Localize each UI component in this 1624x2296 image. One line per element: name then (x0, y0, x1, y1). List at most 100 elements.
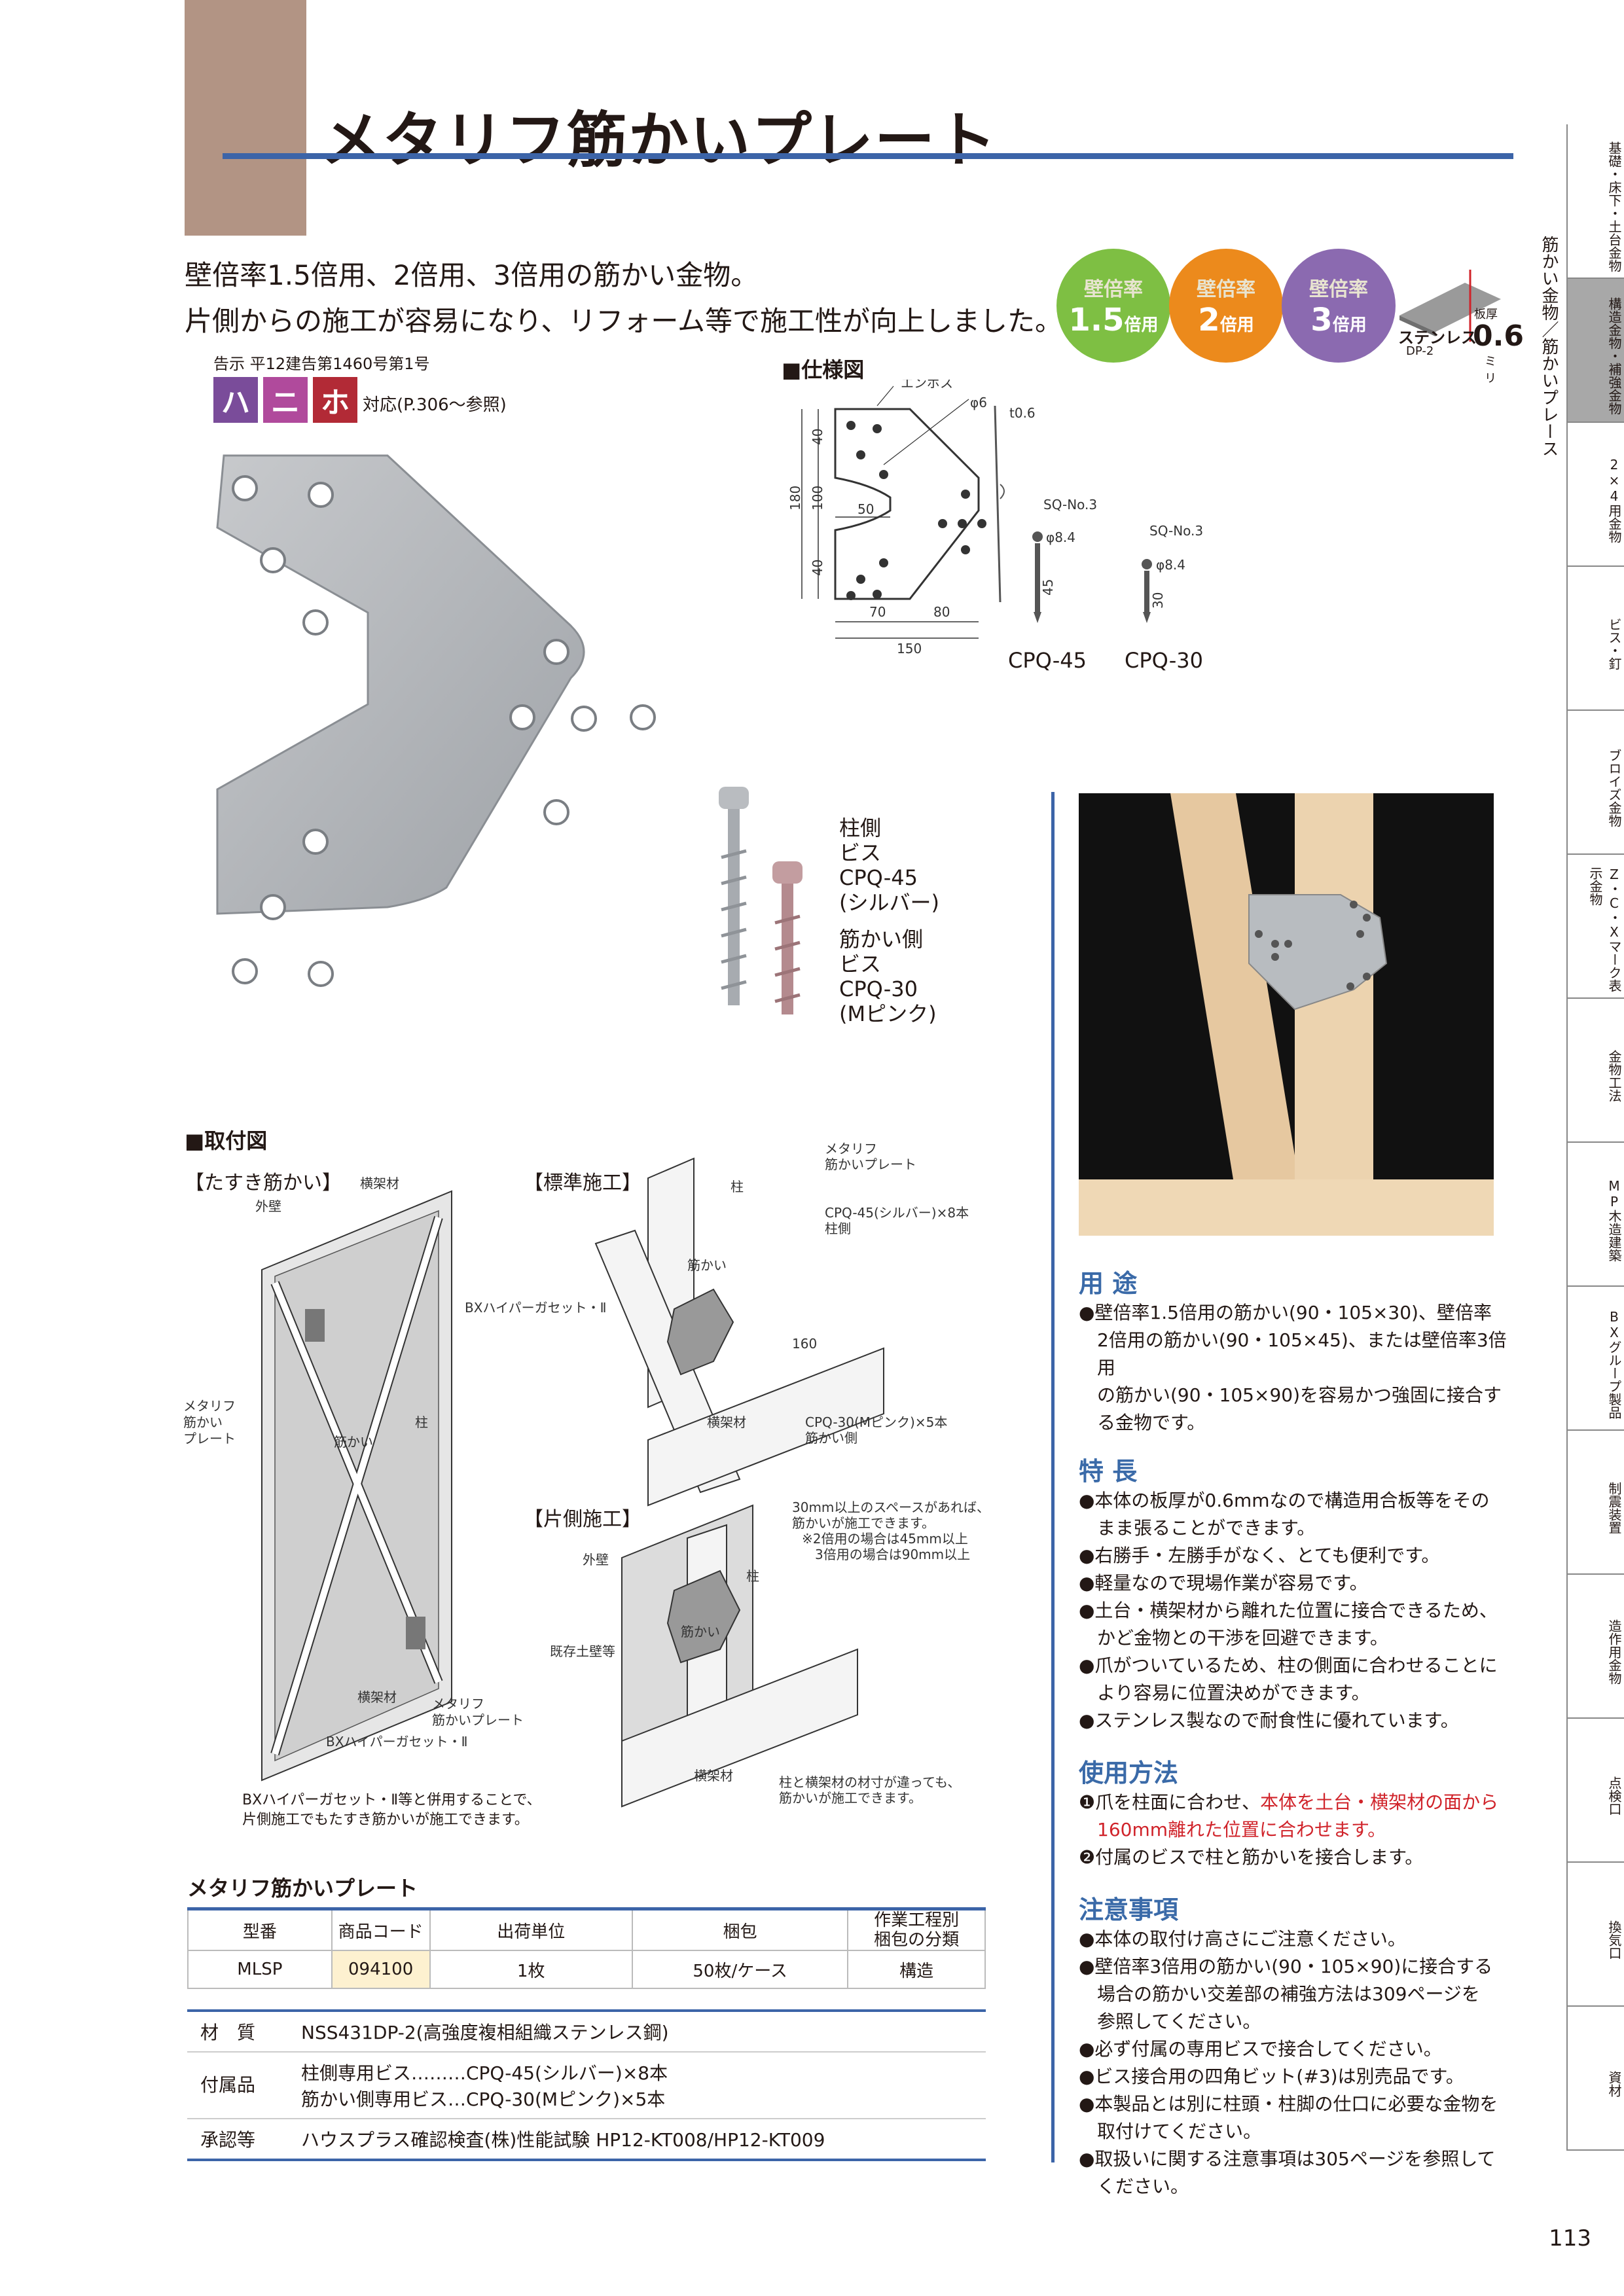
lead-text: 壁倍率1.5倍用、2倍用、3倍用の筋かい金物。 片側からの施工が容易になり、リフ… (185, 253, 1062, 344)
dim-180: 180 (787, 486, 803, 511)
emboss-label: エンボス (901, 380, 953, 391)
feature-line: まま張ることができます。 (1097, 1517, 1316, 1539)
dim-100: 100 (810, 486, 825, 511)
th-model: 型番 (187, 1908, 333, 1951)
notice-text: 告示 平12建告第1460号第1号 (213, 355, 430, 373)
attr-value: NSS431DP-2(高強度複相組織ステンレス鋼) (301, 2022, 669, 2043)
th-category-line-2: 梱包の分類 (874, 1930, 960, 1950)
label-sujikai: 筋かい (334, 1434, 373, 1450)
os-gaiheki: 外壁 (583, 1552, 609, 1568)
product-table-title: メタリフ筋かいプレート (187, 1876, 418, 1901)
caution-heading: 注意事項 (1079, 1895, 1179, 1924)
steel-plate-icon (1399, 270, 1501, 342)
th-category: 作業工程別 梱包の分類 (847, 1908, 986, 1951)
rating-2: 壁倍率 2倍用 (1169, 249, 1283, 363)
side-tab-9[interactable]: 制震装置 (1566, 1431, 1624, 1575)
label-plate-1: メタリフ (183, 1398, 236, 1414)
usage-line: の筋かい(90・105×90)を容易かつ強固に接合す (1097, 1384, 1502, 1406)
dim-40a: 40 (810, 429, 825, 445)
caution-line: ください。 (1097, 2176, 1189, 2197)
cell-code: 094100 (331, 1950, 431, 1989)
caption-line-2: 片側施工でもたすき筋かいが施工できます。 (242, 1812, 529, 1828)
usage-heading: 用 途 (1079, 1269, 1138, 1298)
os-hashira: 柱 (746, 1568, 759, 1584)
screw1-dia: φ8.4 (1046, 529, 1075, 545)
cell-model: MLSP (187, 1950, 333, 1989)
os-kison: 既存土壁等 (550, 1643, 615, 1659)
method-heading: 使用方法 (1079, 1759, 1179, 1787)
screw1-len: 45 (1040, 579, 1056, 596)
material-code: DP-2 (1406, 344, 1434, 358)
caution-line: 場合の筋かい交差部の補強方法は309ページを (1097, 1983, 1480, 2005)
side-tab-11[interactable]: 点検口 (1566, 1719, 1624, 1863)
caution-line: ●本製品とは別に柱頭・柱脚の仕口に必要な金物を (1079, 2093, 1498, 2115)
feature-line: ●ステンレス製なので耐食性に優れています。 (1079, 1710, 1459, 1731)
title-color-block (185, 0, 306, 236)
side-tab-3[interactable]: ビス・釘 (1566, 567, 1624, 711)
side-tab-6[interactable]: 金物工法 (1566, 999, 1624, 1143)
features-body: ●本体の板厚が0.6mmなので構造用合板等をその まま張ることができます。 ●右… (1079, 1487, 1524, 1734)
usage-line: 2倍用の筋かい(90・105×45)、または壁倍率3倍用 (1097, 1329, 1507, 1378)
tasuki-heading: 【たすき筋かい】 (185, 1172, 342, 1194)
install-drawings: 外壁 横架材 BXハイパーガセット・Ⅱ メタリフ 筋かい プレート 筋かい 柱 … (177, 1113, 1028, 1833)
spec-heading: ■仕様図 (782, 357, 865, 382)
os-note-6: 筋かいが施工できます。 (779, 1790, 922, 1806)
side-tab-2[interactable]: 2×4用金物 (1566, 423, 1624, 567)
screw-pink-l2: ビス (839, 952, 882, 977)
rating-label: 壁倍率 (1309, 278, 1368, 301)
side-tab-5[interactable]: Z・C・Xマーク表示金物 (1566, 855, 1624, 999)
th-unit: 出荷単位 (429, 1908, 633, 1951)
attr-key: 材 質 (200, 2022, 256, 2043)
screw-silver-l1: 柱側 (839, 816, 882, 840)
rating-3: 壁倍率 3倍用 (1282, 249, 1396, 363)
rating-value: 1.5 (1068, 302, 1125, 338)
method-1a: ❶爪を柱面に合わせ、 (1079, 1791, 1261, 1813)
badge-reference: 対応(P.306〜参照) (363, 395, 507, 415)
caution-line: ●取扱いに関する注意事項は305ページを参照して (1079, 2148, 1496, 2170)
hole-label: φ6 (970, 395, 987, 410)
std-okazai: 横架材 (707, 1414, 746, 1430)
std-hashira: 柱 (731, 1179, 744, 1194)
screw-silver-l3: CPQ-45 (839, 865, 918, 890)
os-note-2: 筋かいが施工できます。 (792, 1515, 935, 1531)
os-note-5: 柱と横架材の材寸が違っても、 (779, 1774, 960, 1790)
side-tab-7[interactable]: MP木造建築 (1566, 1143, 1624, 1287)
screw2-len: 30 (1150, 592, 1166, 609)
attr-key: 付属品 (200, 2074, 256, 2096)
side-tab-0[interactable]: 基礎・床下・土台金物 (1566, 124, 1624, 279)
side-tab-10[interactable]: 造作用金物 (1566, 1575, 1624, 1719)
feature-line: ●本体の板厚が0.6mmなので構造用合板等をその (1079, 1490, 1490, 1511)
caution-line: ●ビス接合用の四角ビット(#3)は別売品です。 (1079, 2066, 1464, 2087)
thickness-dim: t0.6 (1009, 405, 1036, 421)
os-sujikai: 筋かい (681, 1624, 720, 1640)
install-heading: ■取付図 (185, 1128, 268, 1153)
plate-image (216, 454, 656, 987)
feature-line: ●右勝手・左勝手がなく、とても便利です。 (1079, 1545, 1440, 1566)
screw-silver-l4: (シルバー) (839, 890, 939, 915)
side-tab-8[interactable]: BXグループ製品 (1566, 1287, 1624, 1431)
label-hashira: 柱 (415, 1414, 428, 1430)
rating-1-5: 壁倍率 1.5倍用 (1056, 249, 1170, 363)
caution-line: 参照してください。 (1097, 2011, 1261, 2032)
attr-value: ハウスプラス確認検査(株)性能試験 HP12-KT008/HP12-KT009 (301, 2129, 825, 2151)
side-tab-4[interactable]: ブロイズ金物 (1566, 711, 1624, 855)
screw2-name: CPQ-30 (1125, 648, 1203, 673)
std-sujikai: 筋かい (687, 1257, 727, 1273)
caution-line: ●必ず付属の専用ビスで接合してください。 (1079, 2038, 1442, 2060)
side-tab-12[interactable]: 換気口 (1566, 1863, 1624, 2007)
method-body: ❶爪を柱面に合わせ、本体を土台・横架材の面から 160mm離れた位置に合わせます… (1079, 1789, 1524, 1871)
screw-silver-label: 柱側 ビス CPQ-45 (シルバー) (839, 816, 939, 915)
badge-ha: ハ (213, 377, 258, 423)
method-2: ❷付属のビスで柱と筋かいを接合します。 (1079, 1846, 1424, 1868)
label-plate-2: 筋かい (183, 1414, 223, 1430)
side-tab-13[interactable]: 資材 (1566, 2007, 1624, 2151)
standard-heading: 【標準施工】 (524, 1172, 641, 1194)
cell-pack: 50枚/ケース (631, 1950, 849, 1989)
os-okazai: 横架材 (694, 1768, 733, 1784)
installation-photo (1079, 793, 1494, 1236)
dim-80: 80 (933, 604, 950, 620)
os-note-1: 30mm以上のスペースがあれば、 (792, 1499, 990, 1515)
badge-ni: ニ (263, 377, 308, 423)
column-rule (1051, 792, 1055, 2162)
side-tab-1[interactable]: 構造金物・補強金物 (1566, 279, 1624, 423)
